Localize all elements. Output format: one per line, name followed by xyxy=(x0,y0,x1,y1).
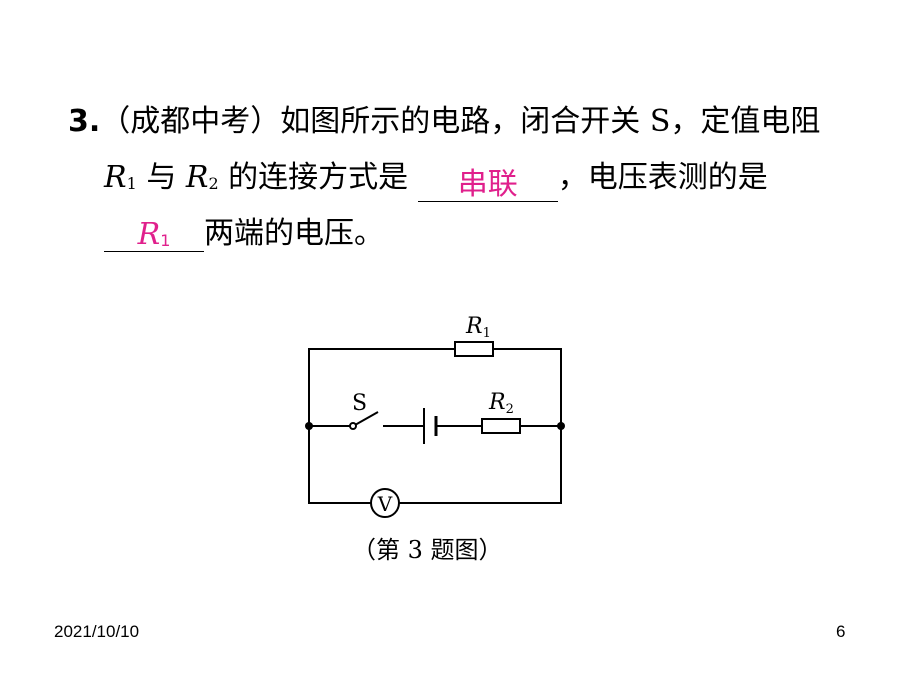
answer-blank-2: R1 xyxy=(104,217,204,252)
r1-symbol: R xyxy=(104,160,127,195)
junction-right xyxy=(557,422,565,430)
resistor-r2 xyxy=(481,418,521,434)
junction-left xyxy=(305,422,313,430)
r2-symbol: R xyxy=(185,160,209,195)
wire-top-right xyxy=(493,348,562,426)
answer-blank-1: 串联 xyxy=(417,167,558,202)
resistor-r1 xyxy=(454,341,494,357)
label-switch: S xyxy=(352,391,367,416)
question-number: 3. xyxy=(68,104,101,139)
question-line-1: 3.（成都中考）如图所示的电路，闭合开关 S，定值电阻 xyxy=(68,104,820,140)
question-text-3: 两端的电压。 xyxy=(204,216,384,251)
r2-subscript: 2 xyxy=(208,174,219,193)
r1-subscript: 1 xyxy=(126,174,137,193)
label-voltmeter: V xyxy=(377,492,393,516)
question-line-2: R1 与 R2 的连接方式是 串联，电压表测的是 xyxy=(104,160,768,202)
conjunction-text: 与 xyxy=(136,160,186,195)
footer-date: 2021/10/10 xyxy=(54,622,140,641)
page-number: 6 xyxy=(836,622,846,641)
answer-1: 串联 xyxy=(457,167,518,202)
wire-top xyxy=(308,348,455,426)
question-text-2: 的连接方式是 xyxy=(218,160,418,195)
wire-bottom-left xyxy=(308,426,371,504)
question-text-2-tail: ，电压表测的是 xyxy=(557,160,768,195)
wire-bottom-right xyxy=(399,426,562,504)
question-text-1: 如图所示的电路，闭合开关 S，定值电阻 xyxy=(280,104,821,139)
answer-2-subscript: 1 xyxy=(160,231,171,250)
switch-blade xyxy=(354,411,379,426)
label-r1: R1 xyxy=(465,314,491,341)
question-source: （成都中考） xyxy=(100,104,281,139)
figure-caption: （第 3 题图） xyxy=(352,536,503,564)
label-r2: R2 xyxy=(488,390,514,417)
switch-contact xyxy=(349,422,357,430)
answer-2-symbol: R xyxy=(137,217,161,252)
